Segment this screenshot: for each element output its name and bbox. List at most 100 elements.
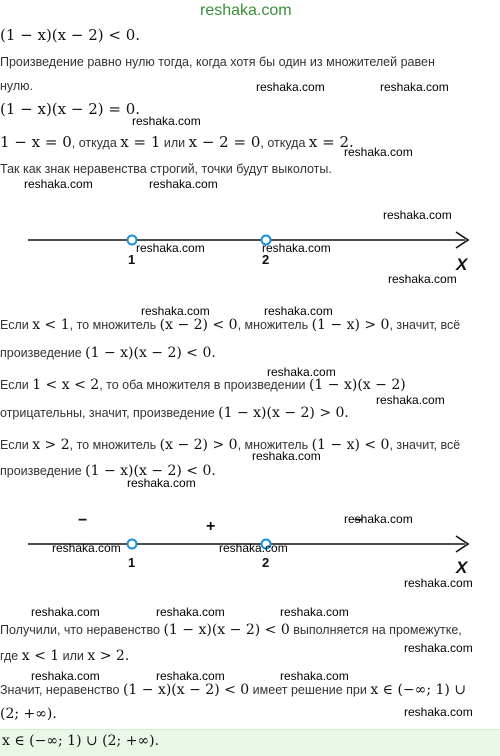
watermark: reshaka.com (149, 177, 218, 191)
watermark: reshaka.com (219, 541, 288, 555)
text-factor-2: , множитель (237, 438, 312, 452)
inequality-expr: (1 − x)(x − 2) < 0 (122, 682, 250, 698)
text-factor: , то множитель (69, 318, 160, 332)
cond-x-less-1: x < 1 (21, 648, 60, 664)
watermark: reshaka.com (252, 449, 321, 463)
cond-between: 1 < x < 2 (32, 377, 100, 393)
root-eq-2: x − 2 = 0 (188, 133, 261, 151)
cond-x-greater-2: x > 2 (32, 437, 70, 453)
cond-x-less-1: x < 1 (32, 317, 70, 333)
text-product: произведение (0, 346, 86, 360)
case-x-less-1: Если x < 1, то множитель (x − 2) < 0, мн… (0, 316, 460, 334)
watermark: reshaka.com (404, 705, 473, 719)
inequality-statement: (1 − x)(x − 2) < 0. (0, 26, 141, 44)
watermark: reshaka.com (404, 641, 473, 655)
factor-x-minus-2: (x − 2) > 0 (159, 437, 238, 453)
text-factor-2: , множитель (237, 318, 312, 332)
watermark: reshaka.com (31, 669, 100, 683)
watermark: reshaka.com (127, 476, 196, 490)
watermark: reshaka.com (280, 669, 349, 683)
text-has-solution: имеет решение при (249, 683, 371, 697)
text-if: Если (0, 438, 33, 452)
axis2-label-2: 2 (262, 555, 270, 570)
factor-1-minus-x: (1 − x) < 0 (311, 437, 390, 453)
watermark: reshaka.com (383, 208, 452, 222)
root-value-2: x = 2 (308, 133, 349, 151)
factor-x-minus-2: (x − 2) < 0 (159, 317, 238, 333)
watermark: reshaka.com (141, 304, 210, 318)
open-point-2 (260, 234, 272, 246)
text-whence-2: , откуда (260, 136, 309, 150)
roots-line: 1 − x = 0, откуда x = 1 или x − 2 = 0, о… (0, 133, 354, 152)
axis1-label-1: 1 (128, 252, 136, 267)
watermark: reshaka.com (156, 605, 225, 619)
text-holds-on: выполняется на промежутке, (289, 623, 462, 637)
root-value-1: x = 1 (120, 133, 161, 151)
text-product: произведение (0, 464, 86, 478)
case-x-greater-2-result: произведение (1 − x)(x − 2) < 0. (0, 462, 216, 480)
case-between: Если 1 < x < 2, то оба множителя в произ… (0, 376, 406, 394)
watermark: reshaka.com (280, 605, 349, 619)
final-answer: x ∈ (−∞; 1) ∪ (2; +∞). (2, 733, 160, 749)
axis1-variable: X (456, 255, 468, 274)
product-negative: (1 − x)(x − 2) < 0. (85, 345, 216, 361)
watermark: reshaka.com (264, 304, 333, 318)
text-or: или (59, 649, 88, 663)
text-where: где (0, 649, 22, 663)
sign-left-interval: − (78, 512, 88, 529)
solution-part-2: (2; +∞). (0, 706, 57, 722)
watermark: reshaka.com (344, 512, 413, 526)
root-eq-1: 1 − x = 0 (0, 133, 72, 151)
text-zero-product-end: нулю. (0, 79, 34, 93)
conclusion-interval: Получили, что неравенство (1 − x)(x − 2)… (0, 621, 462, 639)
answer-bar (0, 729, 500, 756)
product-negative: (1 − x)(x − 2) < 0. (85, 463, 216, 479)
open-point-2 (260, 538, 272, 550)
axis-arrow-2 (455, 535, 470, 553)
axis2-variable: X (456, 558, 468, 577)
number-line-1 (28, 231, 470, 249)
watermark: reshaka.com (256, 80, 325, 94)
watermark: reshaka.com (376, 393, 445, 407)
number-line-2 (28, 535, 470, 553)
text-negative-so: отрицательны, значит, произведение (0, 406, 219, 420)
inequality-expr: (1 − x)(x − 2) < 0 (163, 622, 290, 638)
case-x-less-1-result: произведение (1 − x)(x − 2) < 0. (0, 344, 216, 362)
text-both-factors: , то оба множителя в произведении (99, 378, 309, 392)
open-point-1 (126, 538, 138, 550)
conclusion-solution: Значит, неравенство (1 − x)(x − 2) < 0 и… (0, 681, 466, 699)
watermark: reshaka.com (156, 669, 225, 683)
text-if: Если (0, 378, 33, 392)
text-so-all: , значит, всё (389, 438, 461, 452)
text-or: или (160, 136, 189, 150)
watermark: reshaka.com (380, 80, 449, 94)
watermark: reshaka.com (31, 605, 100, 619)
axis2-label-1: 1 (128, 555, 136, 570)
text-factor: , то множитель (69, 438, 160, 452)
watermark: reshaka.com (404, 576, 473, 590)
sign-right-interval: − (354, 512, 364, 529)
case-x-greater-2: Если x > 2, то множитель (x − 2) > 0, мн… (0, 436, 460, 454)
watermark: reshaka.com (132, 114, 201, 128)
text-so-all: , значит, всё (389, 318, 461, 332)
solution-part-1: x ∈ (−∞; 1) ∪ (370, 682, 467, 698)
sign-middle-interval: + (206, 518, 216, 535)
watermark: reshaka.com (136, 241, 205, 255)
product-expr: (1 − x)(x − 2) (308, 377, 406, 393)
conclusion-where: где x < 1 или x > 2. (0, 647, 129, 665)
watermark: reshaka.com (344, 145, 413, 159)
text-strict-points: Так как знак неравенства строгий, точки … (0, 162, 332, 176)
watermark: reshaka.com (388, 272, 457, 286)
text-obtained: Получили, что неравенство (0, 623, 164, 637)
text-if: Если (0, 318, 33, 332)
watermark: reshaka.com (24, 177, 93, 191)
text-whence-1: , откуда (71, 136, 121, 150)
period: . (349, 133, 354, 151)
factor-1-minus-x: (1 − x) > 0 (311, 317, 390, 333)
case-between-result: отрицательны, значит, произведение (1 − … (0, 404, 349, 422)
text-so-inequality: Значит, неравенство (0, 683, 123, 697)
open-point-1 (126, 234, 138, 246)
axis1-label-2: 2 (262, 252, 270, 267)
text-zero-product: Произведение равно нулю тогда, когда хот… (0, 55, 435, 69)
product-positive: (1 − x)(x − 2) > 0. (218, 405, 349, 421)
